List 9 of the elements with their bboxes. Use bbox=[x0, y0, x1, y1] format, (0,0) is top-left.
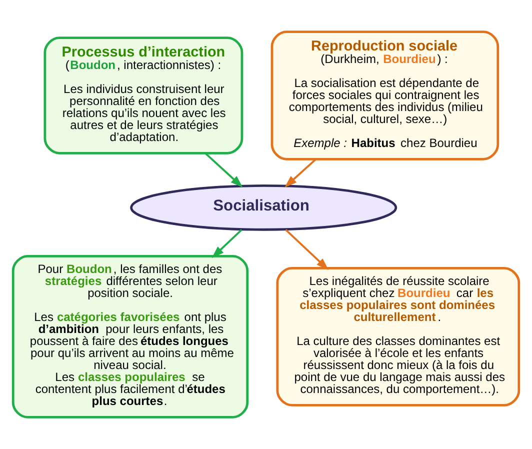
node-box: Reproduction sociale (Durkheim, Bourdieu) : La socialisation est dépendante de forces sociales qui contraignent les comportements des individus (milieu social, culturel, sexe…) Exemple : Habitus chez Bourdieu bbox=[270, 30, 500, 160]
arrow bbox=[204, 152, 243, 188]
arrow bbox=[212, 229, 242, 258]
arrow bbox=[285, 229, 329, 270]
node-box: Processus d’interaction (Boudon, interactionnistes) : Les individus construisent leur personnalité en fonction des relations qu’ils nouent avec les autres et de leurs stratégies d’adaptation. bbox=[44, 36, 244, 154]
arrow bbox=[284, 158, 316, 188]
node-box: Les inégalités de réussite scolaire s’expliquent chez Bourdieu car les classes populaires sont dominées culturellement. La culture des classes dominantes est valorisée à l’école et les enfants réussissent donc mieux (à la fois du point de vue du langage mais aussi des connaissances, du comportement…). bbox=[276, 267, 520, 406]
node-box: Pour Boudon, les familles ont des stratégies différentes selon leur position sociale. Les catégories favorisées ont plus d’ambition pour leurs enfants, les poussent à faire des études longues pour qu’ils arrivent au moins au même niveau social. Les classes populaires se contentent plus facilement d’études plus courtes. bbox=[12, 255, 249, 418]
node-ellipse: Socialisation bbox=[130, 184, 398, 231]
